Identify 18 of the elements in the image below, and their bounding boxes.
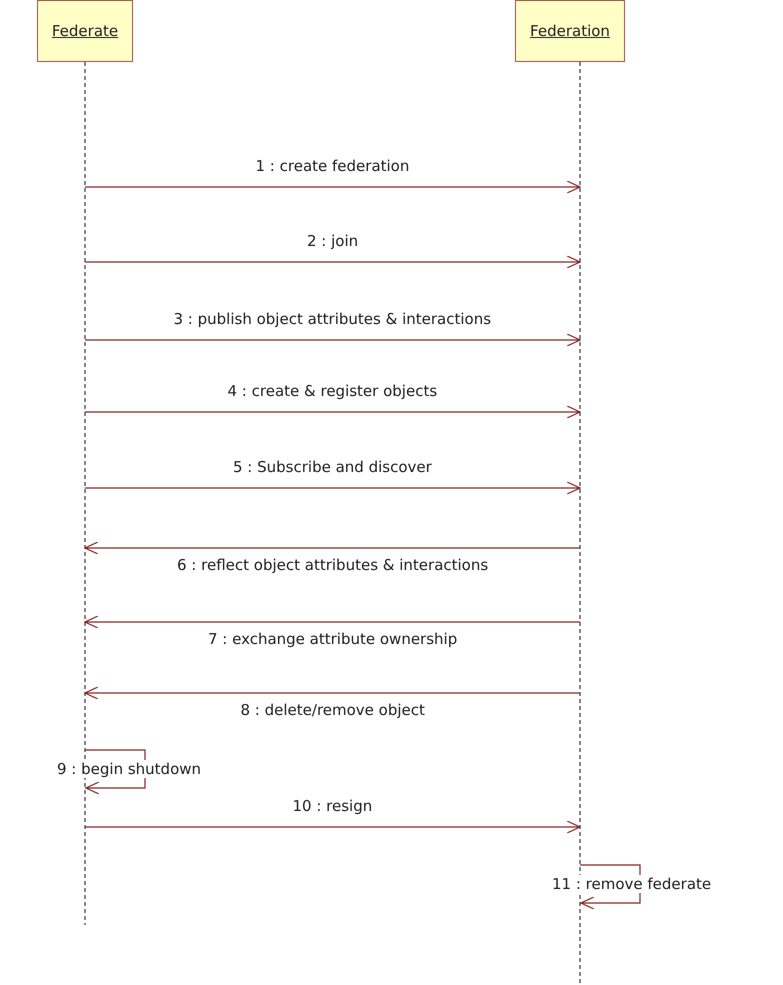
self-message-arrow — [580, 864, 641, 910]
message-label: 8 : delete/remove object — [238, 701, 427, 719]
self-message-arrow — [85, 749, 146, 795]
participant-box: Federation — [515, 0, 625, 62]
message-arrow — [85, 333, 581, 347]
message-arrow — [84, 615, 580, 629]
message-arrow — [85, 255, 581, 269]
message-label: 7 : exchange attribute ownership — [206, 630, 460, 648]
message-label: 3 : publish object attributes & interactions — [172, 310, 494, 328]
message-arrow — [85, 180, 581, 194]
message-label: 6 : reflect object attributes & interactions — [175, 556, 490, 574]
message-arrow — [85, 820, 581, 834]
message-arrow — [85, 481, 581, 495]
message-arrow — [84, 541, 580, 555]
participant-box: Federate — [37, 0, 133, 62]
message-arrow — [85, 405, 581, 419]
message-arrow — [84, 686, 580, 700]
message-label: 4 : create & register objects — [226, 382, 440, 400]
